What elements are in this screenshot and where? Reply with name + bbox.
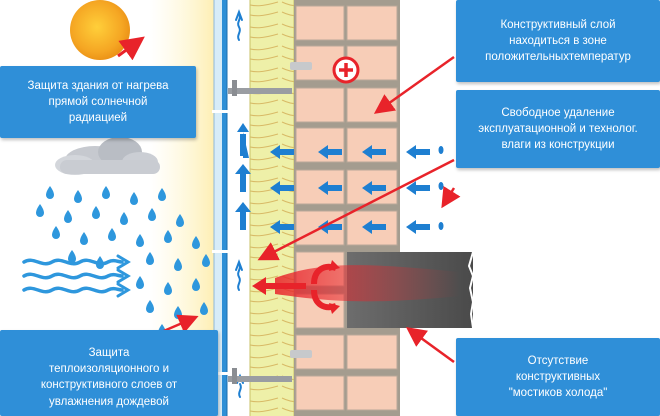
rain-drop bbox=[146, 300, 154, 313]
label-cold-line-2: конструктивных bbox=[515, 370, 601, 383]
rain-drop bbox=[92, 206, 100, 219]
label-pointers bbox=[151, 55, 461, 364]
insulation-layer bbox=[249, 0, 295, 416]
rain-drop bbox=[200, 302, 208, 315]
label-dry-line-1: Свободное удаление bbox=[501, 106, 615, 119]
label-dry-line-2: эксплуатационной и технолог. bbox=[478, 122, 638, 135]
rain-drop bbox=[68, 250, 76, 263]
rain-drop bbox=[136, 276, 144, 289]
label-warm-line-1: Конструктивный слой bbox=[500, 18, 616, 31]
rain-drop bbox=[102, 186, 110, 199]
label-rain-line-2: теплоизоляционного и bbox=[48, 363, 170, 376]
rain-drop bbox=[36, 204, 44, 217]
label-positive-temperature-zone: Конструктивный слой находиться в зоне по… bbox=[456, 0, 660, 82]
sun-radiation-arrow bbox=[117, 36, 145, 61]
label-sun-protection: Защита здания от нагрева прямой солнечно… bbox=[0, 66, 196, 138]
rain-drop bbox=[174, 258, 182, 271]
rain-drop bbox=[192, 278, 200, 291]
label-dry-line-3: влаги из конструкции bbox=[501, 139, 615, 152]
rain-drop bbox=[74, 190, 82, 203]
label-rain-line-1: Защита bbox=[88, 346, 130, 359]
rain-drop bbox=[148, 208, 156, 221]
rain-drop bbox=[64, 210, 72, 223]
wind-icon bbox=[22, 254, 131, 298]
rain-drop bbox=[52, 226, 60, 239]
rain-drop bbox=[80, 232, 88, 245]
rain-drop bbox=[164, 282, 172, 295]
label-warm-line-2: находиться в зоне bbox=[509, 34, 607, 47]
label-sun-line-1: Защита здания от нагрева bbox=[27, 79, 169, 92]
label-rain-line-3: конструктивного слоев от bbox=[40, 379, 178, 392]
rain-drop bbox=[164, 230, 172, 243]
heat-flow bbox=[252, 260, 460, 314]
rain-drop bbox=[176, 214, 184, 227]
rain-drop bbox=[146, 252, 154, 265]
rain-drop bbox=[192, 236, 200, 249]
rain-drops bbox=[36, 186, 210, 343]
rain-drop bbox=[158, 188, 166, 201]
label-cold-line-1: Отсутствие bbox=[527, 354, 589, 367]
label-moisture-removal: Свободное удаление эксплуатационной и те… bbox=[456, 90, 660, 168]
label-warm-line-3: положительныхтемператур bbox=[485, 51, 631, 64]
rain-drop bbox=[130, 192, 138, 205]
rain-drop bbox=[136, 234, 144, 247]
label-no-cold-bridges: Отсутствие конструктивных "мостиков холо… bbox=[456, 338, 660, 416]
rain-cloud-icon bbox=[55, 137, 160, 175]
rain-drop bbox=[120, 212, 128, 225]
moisture-flow-arrows bbox=[235, 123, 444, 234]
label-cold-line-3: "мостиков холода" bbox=[508, 387, 608, 400]
plus-circle-icon bbox=[332, 56, 360, 84]
rain-drop bbox=[108, 228, 116, 241]
label-rain-line-4: увлажнения дождевой bbox=[49, 395, 169, 408]
sun-icon bbox=[70, 0, 130, 60]
anchor-brackets bbox=[228, 62, 312, 384]
label-sun-line-2: прямой солнечной bbox=[48, 95, 148, 108]
label-sun-line-3: радиацией bbox=[68, 112, 128, 125]
label-rain-protection: Защита теплоизоляционного и конструктивн… bbox=[0, 330, 218, 416]
rain-drop bbox=[202, 254, 210, 267]
rain-drop bbox=[46, 186, 54, 199]
